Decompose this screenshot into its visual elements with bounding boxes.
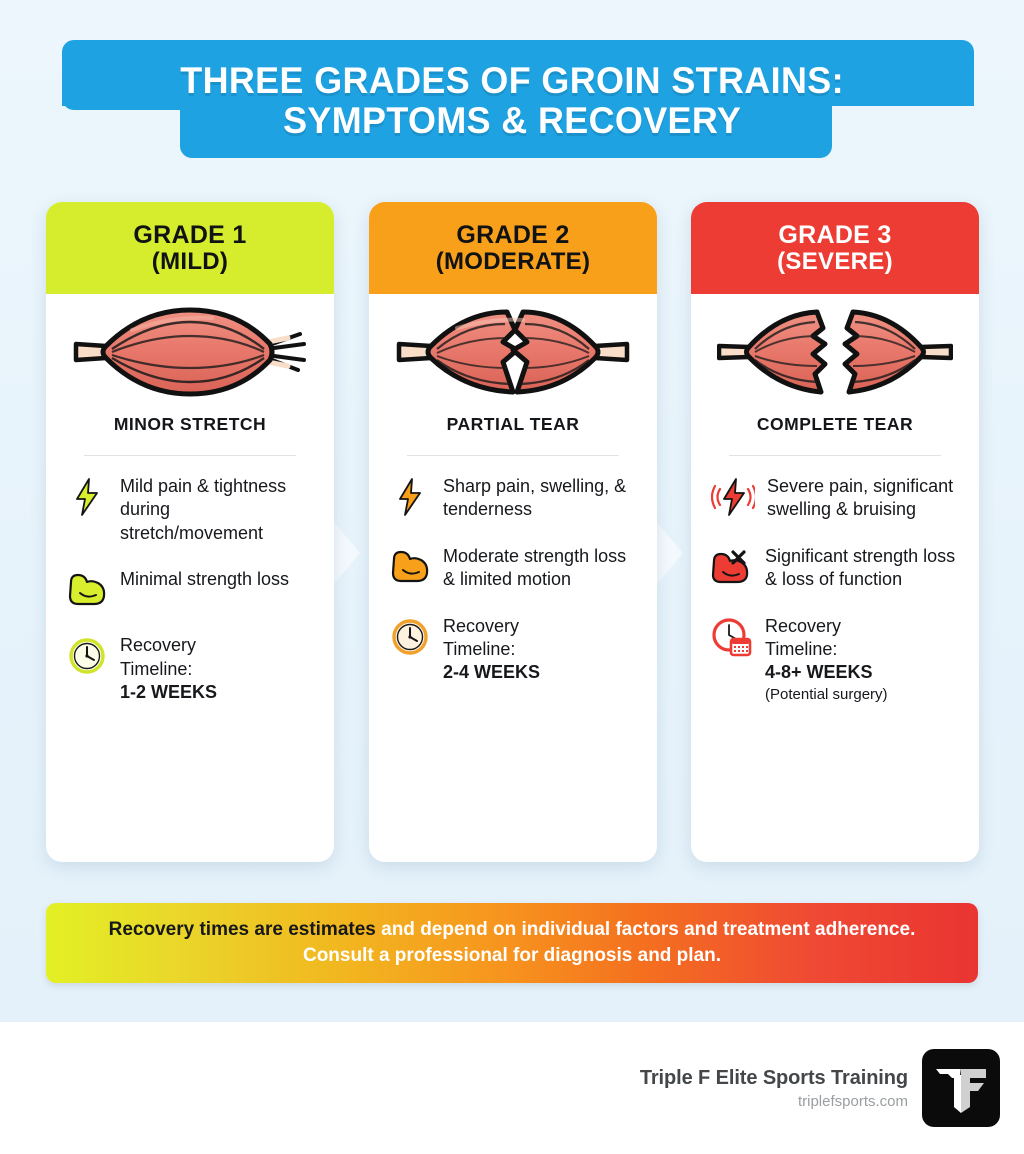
chevron-right-icon-1 — [334, 522, 360, 584]
disclaimer-banner: Recovery times are estimates and depend … — [46, 903, 978, 983]
grade-card-3-recovery-text: Recovery Timeline: 4-8+ WEEKS (Potential… — [765, 614, 888, 705]
grade-card-2-bullet-1-text: Sharp pain, swelling, & tenderness — [443, 476, 627, 520]
flexed-biceps-icon — [389, 546, 431, 588]
grade-card-2-grade-label: GRADE 2 — [456, 220, 570, 249]
title-banner-top-bar — [62, 40, 974, 110]
grade-card-1-recovery-duration: 1-2 WEEKS — [120, 681, 218, 702]
grade-card-2-recovery-line1: Recovery — [443, 615, 520, 636]
disclaimer-emphasis: Recovery times are estimates — [108, 919, 376, 941]
grade-card-3-severity-label: (SEVERE) — [777, 247, 893, 275]
grade-card-3-bullet-2: Significant strength loss & loss of func… — [711, 544, 961, 592]
grade-card-3-recovery-duration: 4-8+ WEEKS — [765, 662, 873, 683]
grade-card-1[interactable]: GRADE 1 (MILD) — [46, 202, 334, 862]
title-line-2: SYMPTOMS & RECOVERY — [282, 100, 742, 141]
grade-card-2-recovery-text: Recovery Timeline: 2-4 WEEKS — [443, 614, 540, 685]
grade-card-1-bullets: Mild pain & tightness during stretch/mov… — [46, 456, 334, 704]
clock-icon — [389, 616, 431, 658]
grade-card-3-recovery: Recovery Timeline: 4-8+ WEEKS (Potential… — [711, 614, 961, 705]
grade-card-1-recovery-text: Recovery Timeline: 1-2 WEEKS — [120, 633, 217, 704]
grade-card-1-bullet-1: Mild pain & tightness during stretch/mov… — [66, 474, 316, 545]
lightning-bolt-icon — [389, 476, 431, 518]
disclaimer-rest: and depend on individual factors and tre… — [375, 919, 916, 941]
title-line-1: THREE GRADES OF GROIN STRAINS: — [180, 60, 844, 102]
grade-card-1-bullet-2: Minimal strength loss — [66, 567, 316, 611]
clock-icon — [66, 635, 108, 677]
title-banner: THREE GRADES OF GROIN STRAINS: SYMPTOMS … — [0, 40, 1024, 162]
grade-card-3-bullet-1: Severe pain, significant swelling & brui… — [711, 474, 961, 522]
grade-card-2-recovery: Recovery Timeline: 2-4 WEEKS — [389, 614, 639, 685]
grade-card-2-header: GRADE 2 (MODERATE) — [369, 202, 657, 294]
grade-card-1-severity-label: (MILD) — [151, 247, 229, 275]
grade-card-1-divider — [84, 455, 296, 456]
grade-card-2[interactable]: GRADE 2 (MODERATE) — [369, 202, 657, 862]
grade-card-2-severity-label: (MODERATE) — [435, 247, 591, 275]
disclaimer-tail: Consult a professional for diagnosis and… — [302, 945, 722, 966]
grade-card-3-bullets: Severe pain, significant swelling & brui… — [691, 456, 979, 704]
grade-card-1-recovery: Recovery Timeline: 1-2 WEEKS — [66, 633, 316, 704]
grade-card-2-divider — [407, 455, 619, 456]
grade-card-3-tear-label: COMPLETE TEAR — [756, 414, 914, 434]
lightning-bolt-alert-icon — [711, 476, 755, 518]
grade-card-3-grade-label: GRADE 3 — [778, 220, 892, 249]
muscle-partial-tear-icon — [369, 300, 657, 404]
footer-text-block: Triple F Elite Sports Training triplefsp… — [640, 1067, 908, 1110]
grade-card-3-header: GRADE 3 (SEVERE) — [691, 202, 979, 294]
grade-cards-row: GRADE 1 (MILD) — [0, 202, 1024, 862]
grade-card-1-bullet-1-text: Mild pain & tightness during stretch/mov… — [120, 476, 287, 543]
footer-brand-name: Triple F Elite Sports Training — [639, 1066, 908, 1089]
grade-card-1-tear-label: MINOR STRETCH — [113, 414, 267, 434]
muscle-complete-tear-icon — [691, 300, 979, 404]
grade-card-3-recovery-note: (Potential surgery) — [765, 685, 888, 703]
flexed-biceps-x-icon — [711, 546, 753, 588]
grade-card-3[interactable]: GRADE 3 (SEVERE) — [691, 202, 979, 862]
chevron-right-icon-2 — [657, 522, 683, 584]
grade-card-2-tear-label: PARTIAL TEAR — [446, 414, 580, 434]
grade-card-1-grade-label: GRADE 1 — [133, 220, 247, 249]
lightning-bolt-icon — [66, 476, 108, 518]
page-title: THREE GRADES OF GROIN STRAINS: SYMPTOMS … — [0, 40, 1024, 162]
grade-card-2-bullet-1: Sharp pain, swelling, & tenderness — [389, 474, 639, 522]
grade-card-3-bullet-1-text: Severe pain, significant swelling & brui… — [767, 476, 954, 520]
grade-card-2-recovery-duration: 2-4 WEEKS — [443, 662, 541, 683]
grade-card-1-bullet-2-text: Minimal strength loss — [120, 569, 290, 590]
grade-card-3-divider — [729, 455, 941, 456]
grade-card-2-bullets: Sharp pain, swelling, & tenderness Moder… — [369, 456, 657, 685]
grade-card-2-bullet-2: Moderate strength loss & limited motion — [389, 544, 639, 592]
clock-calendar-icon — [711, 616, 753, 658]
title-banner-bottom-bar — [180, 96, 832, 158]
footer-bar: Triple F Elite Sports Training triplefsp… — [0, 1022, 1024, 1154]
grade-card-3-recovery-line1: Recovery — [765, 615, 842, 636]
grade-card-1-recovery-line2: Timeline: — [120, 658, 193, 679]
grade-card-3-bullet-2-text: Significant strength loss & loss of func… — [765, 545, 956, 590]
footer-website-url[interactable]: triplefsports.com — [797, 1092, 908, 1110]
brand-logo-icon — [922, 1049, 1000, 1127]
disclaimer-text: Recovery times are estimates and depend … — [87, 917, 937, 968]
grade-card-3-recovery-line2: Timeline: — [765, 638, 838, 659]
grade-card-1-recovery-line1: Recovery — [120, 635, 197, 656]
grade-card-2-bullet-2-text: Moderate strength loss & limited motion — [443, 545, 627, 590]
grade-card-1-header: GRADE 1 (MILD) — [46, 202, 334, 294]
muscle-intact-icon — [46, 300, 334, 404]
flexed-biceps-icon — [66, 569, 108, 611]
grade-card-2-recovery-line2: Timeline: — [443, 638, 516, 659]
